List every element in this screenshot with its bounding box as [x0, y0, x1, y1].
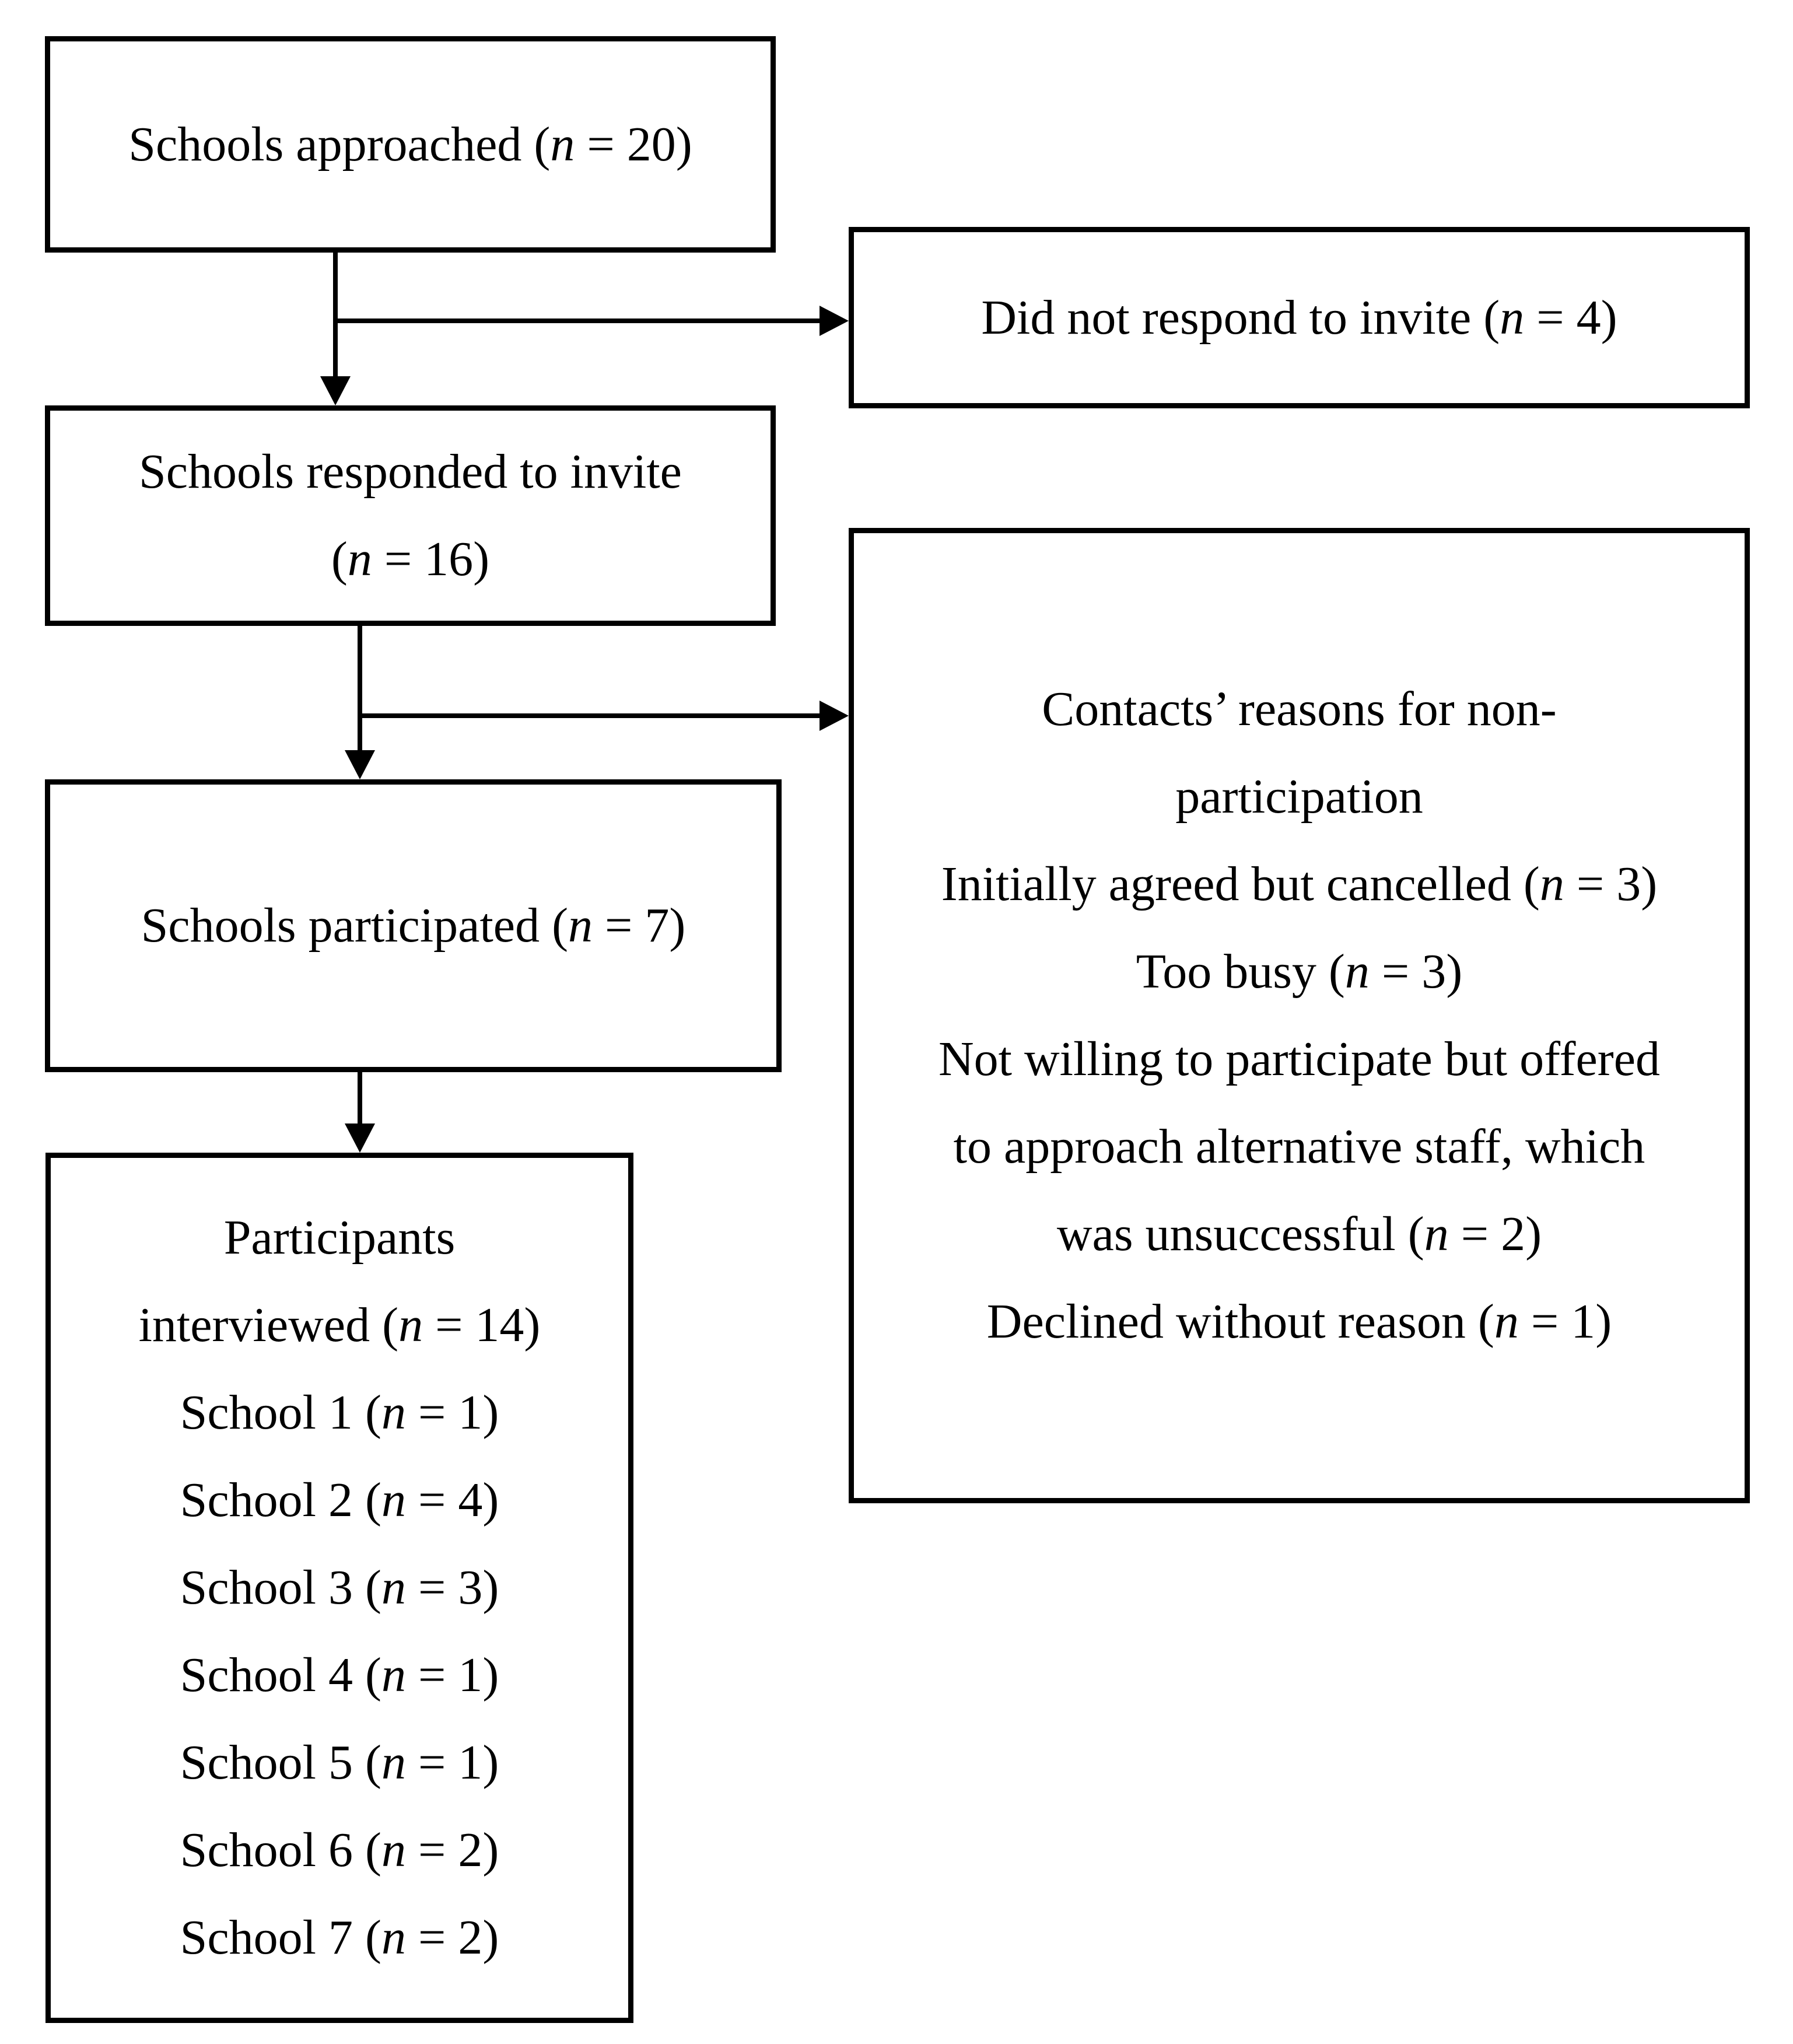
text-line: to approach alternative staff, which [953, 1119, 1645, 1174]
text-line: interviewed (n = 14) [138, 1298, 541, 1352]
box-schools-participated: Schools participated (n = 7) [45, 779, 782, 1072]
text-line: Schools approached (n = 20) [128, 117, 692, 172]
text-line: Did not respond to invite (n = 4) [981, 290, 1617, 345]
arrowhead-down-icon [320, 376, 351, 405]
text-line: Schools participated (n = 7) [141, 898, 686, 953]
text-line: School 1 (n = 1) [180, 1385, 499, 1440]
text-line: Schools responded to invite [139, 444, 682, 499]
box-nonparticipation-reasons: Contacts’ reasons for non- participation… [849, 528, 1750, 1503]
connector-participated-to-interviewed [358, 1072, 362, 1124]
arrowhead-down-icon [345, 1124, 375, 1153]
text-line: was unsuccessful (n = 2) [1056, 1207, 1542, 1261]
text-line: School 2 (n = 4) [180, 1473, 499, 1527]
text-line: School 7 (n = 2) [180, 1910, 499, 1965]
box-did-not-respond: Did not respond to invite (n = 4) [849, 227, 1750, 408]
connector-responded-to-participated [358, 626, 362, 750]
text-line: Participants [223, 1210, 456, 1265]
text-line: Not willing to participate but offered [938, 1032, 1661, 1086]
arrowhead-down-icon [345, 750, 375, 779]
text-line: Too busy (n = 3) [1136, 944, 1463, 999]
text-line: participation [1175, 769, 1423, 824]
text-line: Contacts’ reasons for non- [1042, 682, 1557, 736]
text-line: (n = 16) [331, 532, 490, 586]
text-line: School 6 (n = 2) [180, 1823, 499, 1877]
arrowhead-right-icon [820, 306, 849, 336]
arrowhead-right-icon [820, 701, 849, 731]
text-line: School 4 (n = 1) [180, 1648, 499, 1702]
box-schools-approached: Schools approached (n = 20) [45, 36, 776, 253]
text-line: Declined without reason (n = 1) [986, 1294, 1612, 1349]
connector-approached-to-responded [333, 253, 338, 378]
connector-branch-reasons [360, 713, 820, 718]
box-schools-responded: Schools responded to invite (n = 16) [45, 405, 776, 626]
box-participants-interviewed: Participants interviewed (n = 14) School… [45, 1153, 633, 2023]
connector-branch-no-response [335, 318, 821, 323]
text-line: Initially agreed but cancelled (n = 3) [941, 857, 1658, 911]
text-line: School 3 (n = 3) [180, 1560, 499, 1615]
text-line: School 5 (n = 1) [180, 1735, 499, 1790]
